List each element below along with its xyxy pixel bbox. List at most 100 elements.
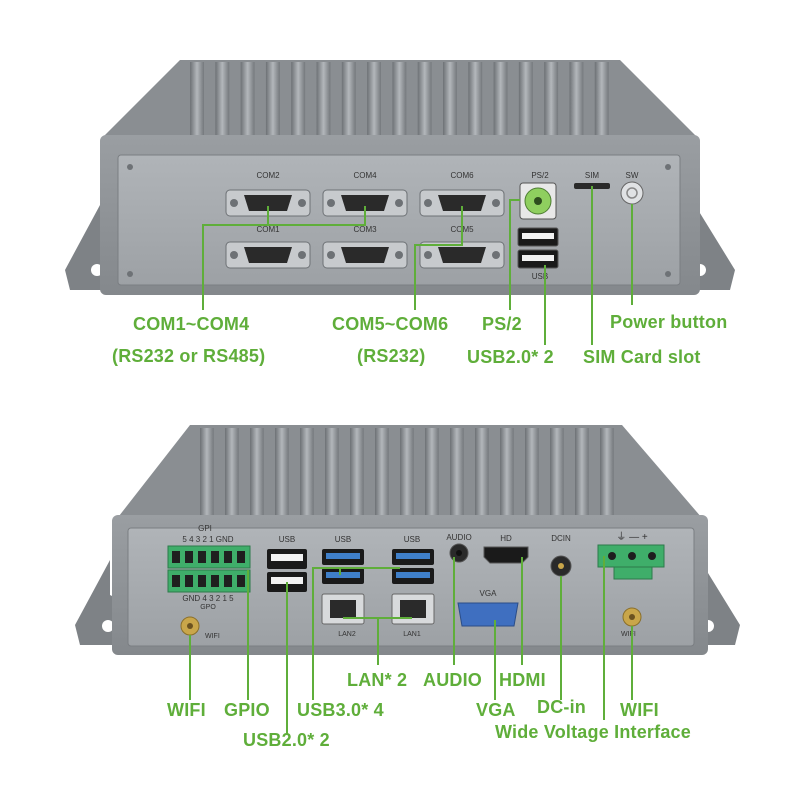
heatsink-fin (275, 428, 289, 518)
label-vga: VGA (480, 589, 498, 598)
usb30-tongue (326, 572, 360, 578)
lan1-socket (400, 600, 426, 618)
lan2-socket (330, 600, 356, 618)
label-com6: COM6 (450, 171, 474, 180)
callout-audio: AUDIO (423, 670, 482, 690)
usb30-tongue (396, 572, 430, 578)
heatsink-fin (325, 428, 339, 518)
usb30-tongue (396, 553, 430, 559)
heatsink-fin (425, 428, 439, 518)
heatsink-fin (350, 428, 364, 518)
com-port-connector (341, 195, 389, 211)
heatsink-fin (417, 62, 432, 138)
usb-port-bottom-tongue (522, 255, 554, 261)
label-lan2: LAN2 (338, 631, 356, 638)
callout-rs232: (RS232) (357, 346, 426, 366)
heatsink-fin (367, 62, 382, 138)
label-wifi-r: WIFI (621, 631, 636, 638)
heatsink-fin (341, 62, 356, 138)
gpio-pin (185, 551, 193, 563)
label-hd: HD (500, 534, 512, 543)
vga-port (457, 602, 519, 627)
label-gpi-pins: 5 4 3 2 1 GND (182, 535, 233, 544)
callout-wide-voltage: Wide Voltage Interface (495, 722, 691, 742)
heatsink-fin (518, 62, 533, 138)
panel-screw (127, 271, 133, 277)
label-dcin: DCIN (551, 534, 571, 543)
heatsink-fin (550, 428, 564, 518)
label-com3: COM3 (353, 225, 377, 234)
heatsink-fin (300, 428, 314, 518)
callout-usb20-bottom: USB2.0* 2 (243, 730, 330, 750)
label-gpo-pins: GND 4 3 2 1 5 (182, 594, 234, 603)
power-icon (626, 187, 638, 199)
com-port-connector (244, 247, 292, 263)
heatsink-fin (250, 428, 264, 518)
gpio-pin (185, 575, 193, 587)
label-lan1: LAN1 (403, 631, 421, 638)
gpio-pins (172, 551, 245, 587)
gpio-pin (237, 575, 245, 587)
heatsink-fin (400, 428, 414, 518)
callout-gpio: GPIO (224, 700, 270, 720)
com-port-screw (327, 251, 335, 259)
heatsink-fin (265, 62, 280, 138)
com-port-screw (492, 251, 500, 259)
heatsink-fin (291, 62, 306, 138)
usb20-tongue (271, 554, 303, 561)
gpio-pin (237, 551, 245, 563)
label-gpo: GPO (200, 604, 216, 611)
heatsink-fin (316, 62, 331, 138)
terminal-screw (648, 552, 656, 560)
label-usb-c: USB (404, 535, 420, 544)
gpio-pin (198, 551, 206, 563)
heatsink-fin (575, 428, 589, 518)
heatsink-fins (200, 428, 614, 518)
callout-com5-com6: COM5~COM6 (332, 314, 449, 334)
usb-port-top-tongue (522, 233, 554, 239)
callout-dc-in: DC-in (537, 697, 586, 717)
heatsink-fin (500, 428, 514, 518)
panel-screw (127, 164, 133, 170)
gpio-pin (198, 575, 206, 587)
label-com1: COM1 (256, 225, 280, 234)
dc-in-pin (558, 563, 564, 569)
label-gpi: GPI (198, 524, 212, 533)
com-port-screw (327, 199, 335, 207)
wifi-connector-right-pin (629, 614, 635, 620)
callout-wifi-left: WIFI (167, 700, 206, 720)
heatsink-fin (544, 62, 559, 138)
usb30-tongue (326, 553, 360, 559)
heatsink-fin (240, 62, 255, 138)
com-port-connector (244, 195, 292, 211)
callout-lan: LAN* 2 (347, 670, 408, 690)
callout-hdmi: HDMI (499, 670, 546, 690)
bracket-hole-left (102, 620, 114, 632)
callout-sim-card-slot: SIM Card slot (583, 347, 701, 367)
com-port-screw (395, 199, 403, 207)
label-wifi-l: WIFI (205, 633, 220, 640)
usb20-tongue (271, 577, 303, 584)
panel-screw (665, 271, 671, 277)
terminal-screw (608, 552, 616, 560)
com-port-screw (395, 251, 403, 259)
heatsink-fin (200, 428, 214, 518)
callout-vga: VGA (476, 700, 516, 720)
com-port-screw (230, 251, 238, 259)
heatsink-fin (468, 62, 483, 138)
gpio-pin (172, 551, 180, 563)
heatsink-fin (493, 62, 508, 138)
bottom-device: GPI 5 4 3 2 1 GND GND 4 3 2 1 5 GPO USB … (75, 425, 740, 735)
com-port-connector (341, 247, 389, 263)
label-power-symbols: ⏚ — + (616, 531, 648, 543)
com-port-connector (438, 195, 486, 211)
heatsink-fin (450, 428, 464, 518)
callout-rs232-rs485: (RS232 or RS485) (112, 346, 266, 366)
gpio-pin (224, 551, 232, 563)
heatsink-fin (225, 428, 239, 518)
power-button (620, 181, 644, 205)
bottom-leader-lines (189, 556, 633, 735)
label-usb-b: USB (335, 535, 351, 544)
